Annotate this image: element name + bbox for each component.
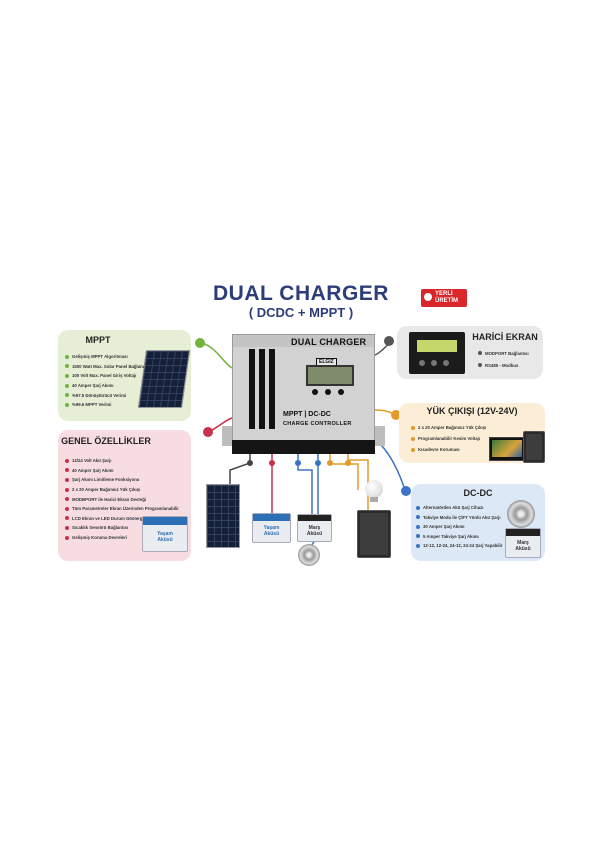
list-item: 1500 Watt Max. Solar Panel Bağlanabilir: [65, 362, 153, 372]
mppt-dot: [195, 338, 205, 348]
tv-image: [489, 437, 525, 461]
yerli-uretim-badge: YERLİ ÜRETİM: [421, 289, 467, 307]
list-item: 5 Amper Takviye Şarj Akımı: [416, 532, 502, 542]
mppt-panel: MPPT Gelişmiş MPPT Algoritması 1500 Watt…: [58, 330, 191, 421]
badge-line1: YERLİ: [435, 291, 453, 297]
genel-ozellikler-panel: GENEL ÖZELLİKLER 12/24 Volt Akü Şarjı 40…: [58, 430, 191, 561]
page-title: DUAL CHARGER: [213, 282, 389, 305]
list-item: Takviye Modu ile ÇİFT Yönlü Akü Şarjı: [416, 513, 502, 523]
list-item: Şarj Akımı Limitleme Fonksiyonu: [65, 475, 179, 485]
solar-panel-image: [137, 350, 191, 408]
list-item: 30 Amper Şarj Akımı: [416, 522, 502, 532]
solar-pin: [247, 460, 253, 466]
controller-sublabel: CHARGE CONTROLLER: [283, 421, 352, 427]
line-mppt: [199, 341, 233, 369]
controller-name: DUAL CHARGER: [291, 337, 367, 347]
controller-button: [312, 389, 318, 395]
yuk-dot: [391, 410, 401, 420]
list-item: %97.5 Dönüştürücü Verimi: [65, 390, 153, 400]
list-item: Kısadevre Koruması: [411, 444, 486, 455]
list-item: LCD Ekran ve LED Durum Göstergesi: [65, 514, 179, 524]
dcdc-list: Alternatörden Akü Şarj Cihazı Takviye Mo…: [416, 503, 502, 551]
yuk-cikisi-panel: YÜK ÇIKIŞI (12V-24V) 2 x 20 Amper Bağıms…: [399, 403, 545, 463]
page-subtitle: ( DCDC + MPPT ): [248, 305, 354, 320]
bulb-base: [370, 497, 378, 502]
bulb-pin: [327, 460, 333, 466]
mppt-title: MPPT: [85, 335, 111, 345]
list-item: Programlanabilir Kesim Voltajı: [411, 433, 486, 444]
line-solar: [229, 454, 251, 484]
list-item: RS485 - Modbus: [478, 359, 529, 371]
external-display-image: [409, 332, 465, 374]
harici-dot: [384, 336, 394, 346]
controller-button: [338, 389, 344, 395]
list-item: 40 Amper Şarj Akımı: [65, 466, 179, 476]
start-battery-pin: [295, 460, 301, 466]
genel-title: GENEL ÖZELLİKLER: [61, 436, 151, 446]
list-item: Sıcaklık Sensörü Bağlantısı: [65, 523, 179, 533]
controller-lcd: [306, 365, 354, 386]
line-bulb: [329, 454, 359, 490]
bulb-image: [365, 480, 383, 498]
list-item: 40 Amper Şarj Akımı: [65, 381, 153, 391]
badge-line2: ÜRETİM: [435, 298, 458, 304]
yuk-title: YÜK ÇIKIŞI (12V-24V): [426, 406, 518, 416]
harici-ekran-panel: HARİCİ EKRAN MODPORT Bağlantısı RS485 - …: [397, 326, 543, 379]
list-item: 2 x 20 Amper Bağımsız Yük Çıkışı: [411, 422, 486, 433]
genel-dot: [203, 427, 213, 437]
battery-pin: [269, 460, 275, 466]
alternator-image: [507, 500, 535, 528]
harici-title: HARİCİ EKRAN: [472, 332, 538, 342]
dc-dc-panel: DC-DC Alternatörden Akü Şarj Cihazı Takv…: [411, 484, 545, 561]
list-item: 2 x 20 Amper Bağımsız Yük Çıkışı: [65, 485, 179, 495]
fridge-pin: [345, 460, 351, 466]
bottom-alternator-image: [298, 544, 320, 566]
yuk-list: 2 x 20 Amper Bağımsız Yük Çıkışı Program…: [411, 422, 486, 455]
bottom-solar-panel-image: [206, 484, 240, 548]
dcdc-dot: [401, 486, 411, 496]
list-item: Alternatörden Akü Şarj Cihazı: [416, 503, 502, 513]
genel-list: 12/24 Volt Akü Şarjı 40 Amper Şarj Akımı…: [65, 456, 179, 542]
controller-button: [325, 389, 331, 395]
list-item: Gelişmiş Koruma Devreleri: [65, 533, 179, 543]
dcdc-title: DC-DC: [463, 488, 493, 498]
list-item: %99.6 MPPT Verimi: [65, 400, 153, 410]
star-icon: [424, 293, 432, 301]
list-item: MODBPORT ile Harici Ekran Desteği: [65, 494, 179, 504]
bottom-fridge-image: [357, 510, 391, 558]
list-item: 12-12, 12-24, 24-12, 24-24 Şarj Yapabili…: [416, 541, 502, 551]
charge-controller: DUAL CHARGER ELGIZ MPPT | DC-DC CHARGE C…: [232, 334, 375, 446]
list-item: 12/24 Volt Akü Şarjı: [65, 456, 179, 466]
list-item: MODPORT Bağlantısı: [478, 347, 529, 359]
controller-label: MPPT | DC-DC: [283, 411, 331, 418]
harici-list: MODPORT Bağlantısı RS485 - Modbus: [478, 347, 529, 371]
alternator-pin: [315, 460, 321, 466]
mppt-list: Gelişmiş MPPT Algoritması 1500 Watt Max.…: [65, 352, 153, 410]
list-item: Gelişmiş MPPT Algoritması: [65, 352, 153, 362]
mini-fridge-image: [523, 431, 545, 463]
list-item: 100 Volt Max. Panel Giriş Voltajı: [65, 371, 153, 381]
controller-base: [232, 440, 375, 454]
list-item: Tüm Parametreler Ekran Üzerinden Program…: [65, 504, 179, 514]
